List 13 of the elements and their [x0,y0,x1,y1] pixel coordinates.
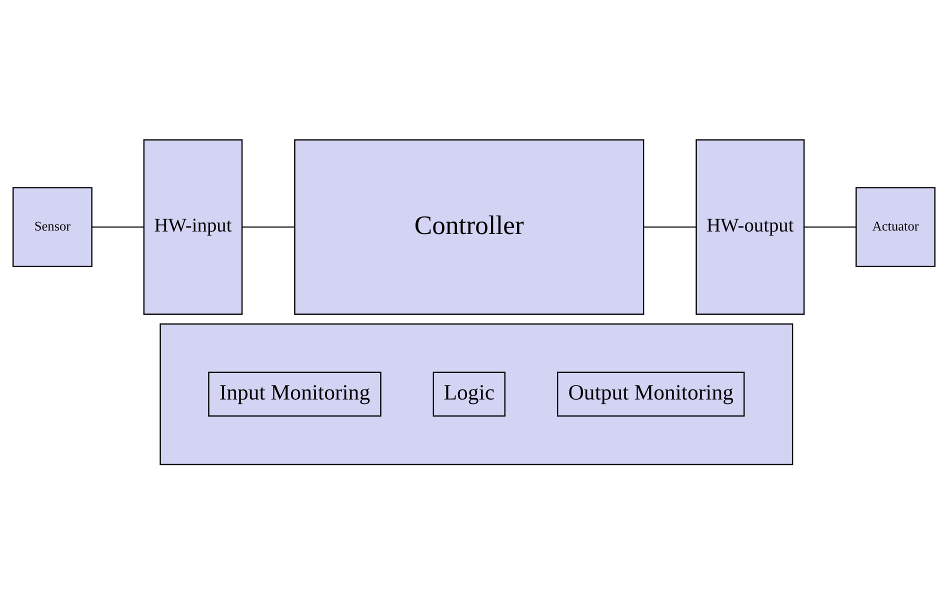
node-box: Output Monitoring [556,372,745,417]
node-box: HW-output [696,139,805,315]
node-box: HW-input [143,139,243,315]
node-box: Sensor [12,187,92,268]
node-box: Logic [432,372,506,417]
connector [92,226,144,228]
node-box: Controller [294,139,644,315]
cluster [160,323,794,466]
node-box: Input Monitoring [208,372,382,417]
connector [644,226,696,228]
connector [804,226,856,228]
node-box: Actuator [856,187,936,268]
connector [242,226,294,228]
